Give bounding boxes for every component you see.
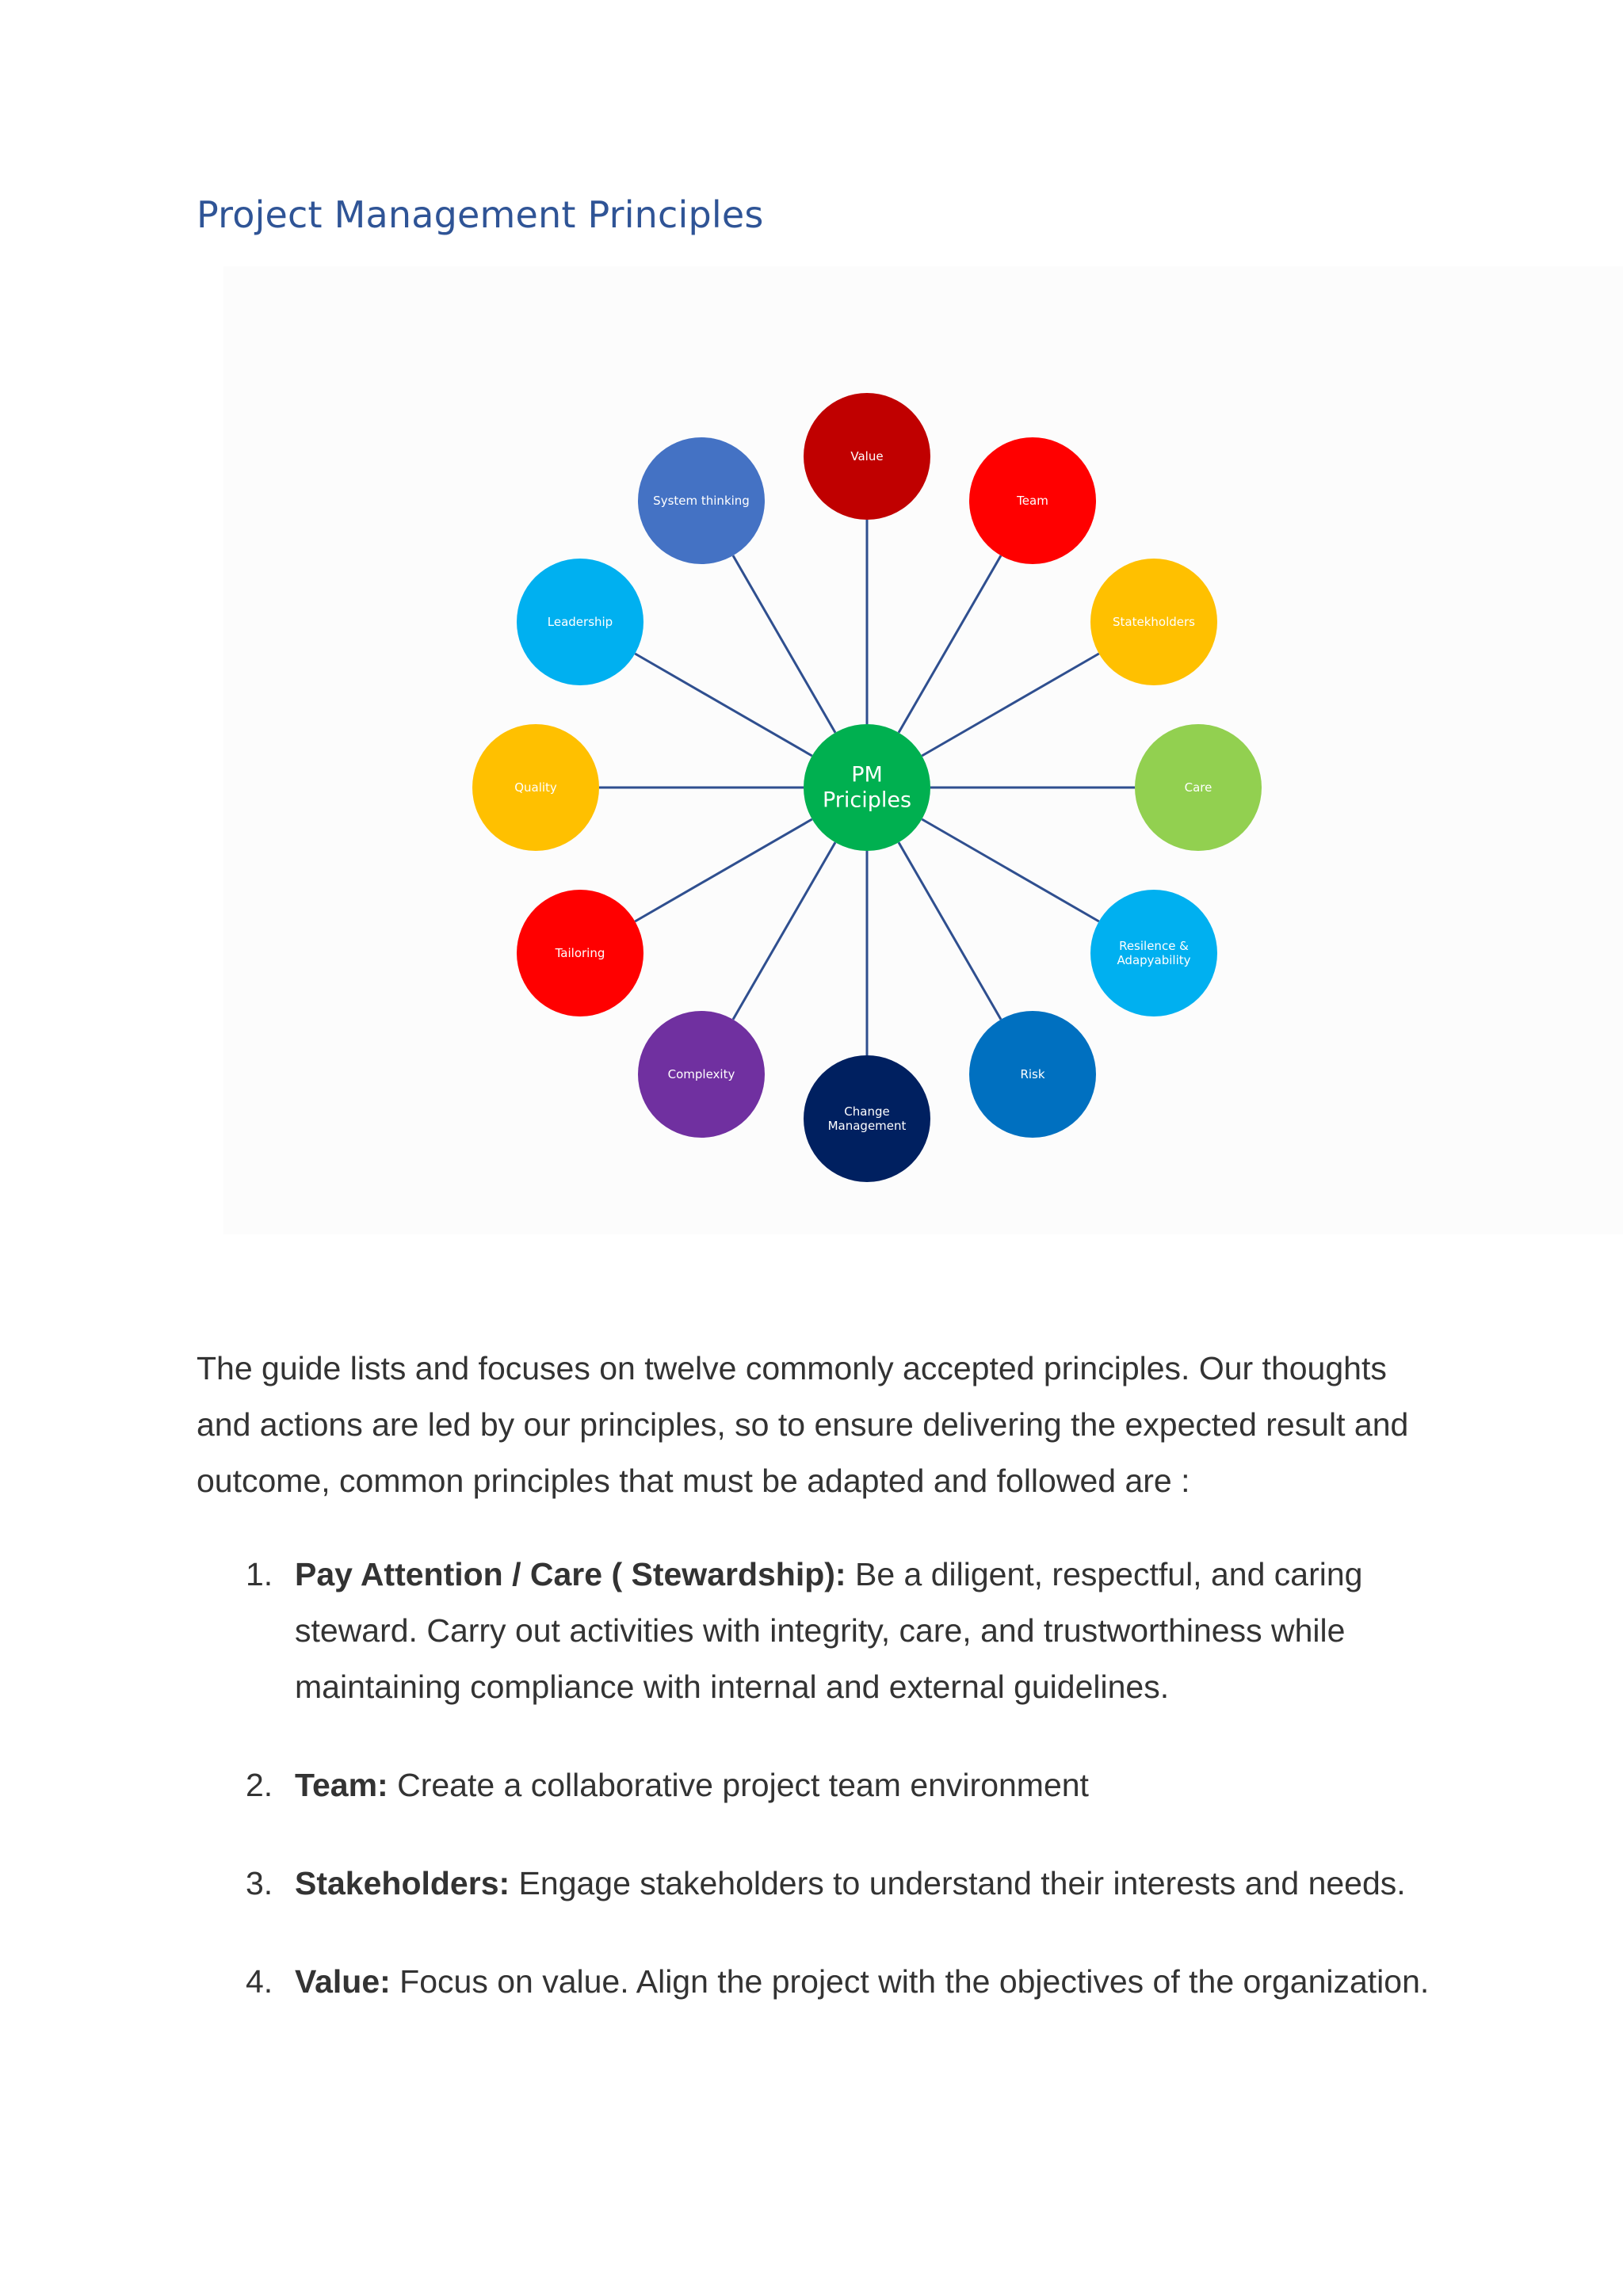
principle-text: Focus on value. Align the project with t… [390,1963,1430,2000]
node-circle-team [969,437,1096,565]
node-circle-value [804,393,930,520]
node-circle-complexity [638,1010,765,1138]
node-circle-resilience [1090,890,1217,1016]
node-label-complexity: Complexity [668,1067,735,1081]
node-label-value: Value [850,449,883,463]
node-quality: Quality [472,724,599,851]
node-label-leadership: Leadership [548,615,613,629]
node-label-resilience: Resilence & [1119,939,1189,953]
node-risk: Risk [969,1010,1096,1138]
node-circle-statekholders [1090,559,1217,685]
node-label-change-management: Change [844,1104,889,1119]
node-label-risk: Risk [1020,1067,1044,1081]
node-label-change-management: Management [828,1119,907,1133]
page-title: Project Management Principles [197,193,764,236]
connector-resilience [921,818,1100,923]
node-statekholders: Statekholders [1090,559,1217,685]
principle-text: Engage stakeholders to understand their … [510,1865,1406,1901]
principles-list: 1. Pay Attention / Care ( Stewardship): B… [197,1547,1433,2052]
node-value: Value [804,393,930,520]
node-team: Team [969,437,1096,565]
principle-text: Be a diligent, respectful, and caring st… [295,1556,1363,1705]
node-label-quality: Quality [514,780,557,795]
principle-item: 1. Pay Attention / Care ( Stewardship): B… [197,1547,1433,1715]
node-care: Care [1135,724,1262,851]
node-circle-system-thinking [638,437,765,565]
principle-item: 4. Value: Focus on value. Align the proje… [197,1954,1433,2010]
node-circle-tailoring [517,890,644,1016]
principle-term: Value: [295,1963,391,2000]
node-system-thinking: System thinking [638,437,765,565]
node-resilience: Resilence &Adapyability [1090,890,1217,1016]
connector-risk [897,841,1002,1020]
node-circle-leadership [517,559,644,685]
principle-item: 2. Team: Create a collaborative project t… [197,1757,1433,1814]
item-number: 4. [246,1963,273,2000]
item-number: 2. [246,1767,273,1803]
node-label-system-thinking: System thinking [653,494,750,508]
node-label-care: Care [1185,780,1212,795]
connector-leadership [634,652,813,757]
connector-statekholders [921,652,1100,757]
principle-term: Team: [295,1767,388,1803]
node-label-resilience: Adapyability [1117,953,1190,967]
center-label: PM [851,762,883,787]
node-label-statekholders: Statekholders [1113,615,1195,629]
item-number: 1. [246,1556,273,1592]
node-circle-care [1135,724,1262,851]
principle-item: 3. Stakeholders: Engage stakeholders to u… [197,1855,1433,1912]
node-leadership: Leadership [517,559,644,685]
node-circle-risk [969,1010,1096,1138]
node-tailoring: Tailoring [517,890,644,1016]
node-circle-quality [472,724,599,851]
principle-term: Pay Attention / Care ( Stewardship): [295,1556,846,1592]
connector-team [897,555,1002,734]
node-complexity: Complexity [638,1010,765,1138]
connector-system-thinking [731,555,837,734]
connector-tailoring [634,818,813,923]
principle-text: Create a collaborative project team envi… [388,1767,1089,1803]
item-number: 3. [246,1865,273,1901]
connector-complexity [731,841,837,1020]
intro-paragraph: The guide lists and focuses on twelve co… [197,1350,1409,1499]
node-label-team: Team [1016,494,1048,508]
node-label-tailoring: Tailoring [555,946,605,960]
center-label: Priciples [823,788,911,813]
node-circle-change-management [804,1055,930,1182]
principle-term: Stakeholders: [295,1865,510,1901]
center-circle [804,724,930,851]
